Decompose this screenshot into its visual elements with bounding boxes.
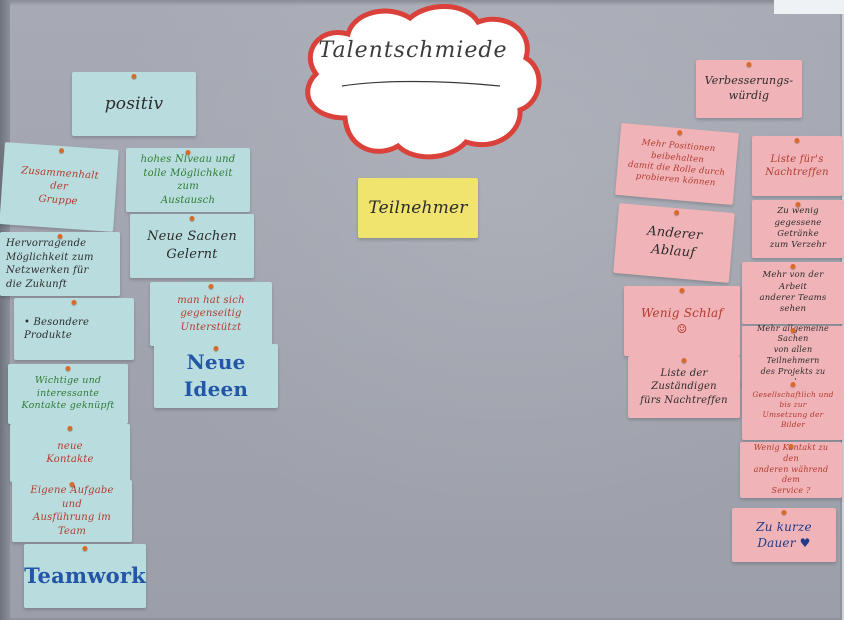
pin-icon [82,546,88,551]
center-card-teilnehmer: Teilnehmer [358,178,478,238]
left-card-eigene-aufgabe: Eigene Aufgabe und Ausführung im Team [12,480,132,542]
pin-icon [681,358,687,363]
card-text: Liste der Zuständigen fürs Nachtreffen [640,367,728,406]
card-text: Neue Ideen [183,350,249,401]
right-card-allgemeine-sachen: Mehr allgemeine Sachen von allen Teilneh… [742,323,844,387]
right-card-arbeit-anderer-teams: Mehr von der Arbeit anderer Teams sehen [742,262,844,324]
pin-icon [790,328,796,333]
pin-icon [794,138,800,143]
left-card-neue-ideen: Neue Ideen [154,344,278,408]
card-text: Anderer Ablauf [646,224,703,261]
pin-icon [790,382,796,387]
pin-icon [131,74,137,79]
pin-icon [790,264,796,269]
left-card-teamwork: Teamwork [24,544,146,608]
card-text: Verbesserungs- würdig [704,74,794,102]
card-text: Gesellschaftlich und bis zur Umsetzung d… [752,389,834,430]
card-text: Eigene Aufgabe und Ausführung im Team [30,485,114,537]
card-text: Mehr von der Arbeit anderer Teams sehen [759,270,827,315]
card-text: Mehr Positionen beibehalten damit die Ro… [627,137,726,189]
right-card-wenig-schlaf: Wenig Schlaf ☺ [624,286,740,356]
card-text: hohes Niveau und tolle Möglichkeit zum A… [140,154,236,206]
card-text: Zu kurze Dauer ♥ [756,519,812,550]
board-top-strip [8,0,842,6]
card-text: Mehr allgemeine Sachen von allen Teilneh… [757,323,829,387]
pin-icon [189,216,195,221]
pin-icon [788,444,794,449]
card-text: man hat sich gegenseitig Unterstützt [177,294,245,333]
right-card-verbesserungswuerdig: Verbesserungs- würdig [696,60,802,118]
left-card-hohes-niveau: hohes Niveau und tolle Möglichkeit zum A… [126,148,250,212]
card-text: positiv [104,93,164,114]
right-card-mehr-positionen: Mehr Positionen beibehalten damit die Ro… [615,122,739,206]
left-card-unterstuetzt: man hat sich gegenseitig Unterstützt [150,282,272,346]
card-text: Wenig Kontakt zu den anderen während dem… [753,443,829,496]
pin-icon [58,147,65,154]
pin-icon [677,129,683,136]
page-title: Talentschmiede [318,38,508,63]
card-text: Teamwork [24,562,146,588]
pin-icon [57,234,63,239]
left-card-netzwerken: Hervorragende Möglichkeit zum Netzwerken… [0,232,120,296]
right-card-liste-zustaendigen: Liste der Zuständigen fürs Nachtreffen [628,356,740,418]
left-card-kontakte-geknuepft: Wichtige und interessante Kontakte geknü… [8,364,128,424]
pin-icon [746,62,752,67]
right-card-umsetzung-bilder: Gesellschaftlich und bis zur Umsetzung d… [742,380,844,440]
pin-icon [71,300,77,305]
card-text: Zusammenhalt der Gruppe [20,165,100,208]
left-card-neue-sachen: Neue Sachen Gelernt [130,214,254,278]
pin-icon [679,288,685,293]
left-card-zusammenhalt: Zusammenhalt der Gruppe [0,142,119,232]
left-card-besondere-produkte: • Besondere Produkte [14,298,134,360]
left-card-neue-kontakte: neue Kontakte [10,424,130,482]
card-text: Wichtige und interessante Kontakte geknü… [21,374,115,412]
right-card-zu-kurze-dauer: Zu kurze Dauer ♥ [732,508,836,562]
card-text: Hervorragende Möglichkeit zum Netzwerken… [6,238,94,290]
right-card-anderer-ablauf: Anderer Ablauf [613,203,735,283]
right-card-liste-nachtreffen: Liste für's Nachtreffen [752,136,842,196]
card-text: • Besondere Produkte [24,316,90,342]
background-corner [774,0,844,14]
card-text: Zu wenig gegessene Getränke zum Verzehr [769,206,827,251]
pin-icon [69,482,75,487]
card-text: neue Kontakte [46,440,94,466]
card-text: Teilnehmer [368,197,468,218]
card-text: Neue Sachen Gelernt [147,229,237,262]
pin-icon [781,510,787,515]
pin-icon [67,426,73,431]
pin-icon [65,366,71,371]
left-card-positiv: positiv [72,72,196,136]
title-cloud [305,4,542,160]
right-card-wenig-kontakt: Wenig Kontakt zu den anderen während dem… [740,442,842,498]
pin-icon [673,209,680,216]
pin-icon [208,284,214,289]
card-text: Wenig Schlaf ☺ [640,305,724,336]
card-text: Liste für's Nachtreffen [765,153,829,179]
pin-icon [213,346,219,351]
board-edge [0,0,10,620]
right-card-zu-wenig-getraenke: Zu wenig gegessene Getränke zum Verzehr [752,200,844,258]
pin-icon [795,202,801,207]
pin-icon [185,150,191,155]
